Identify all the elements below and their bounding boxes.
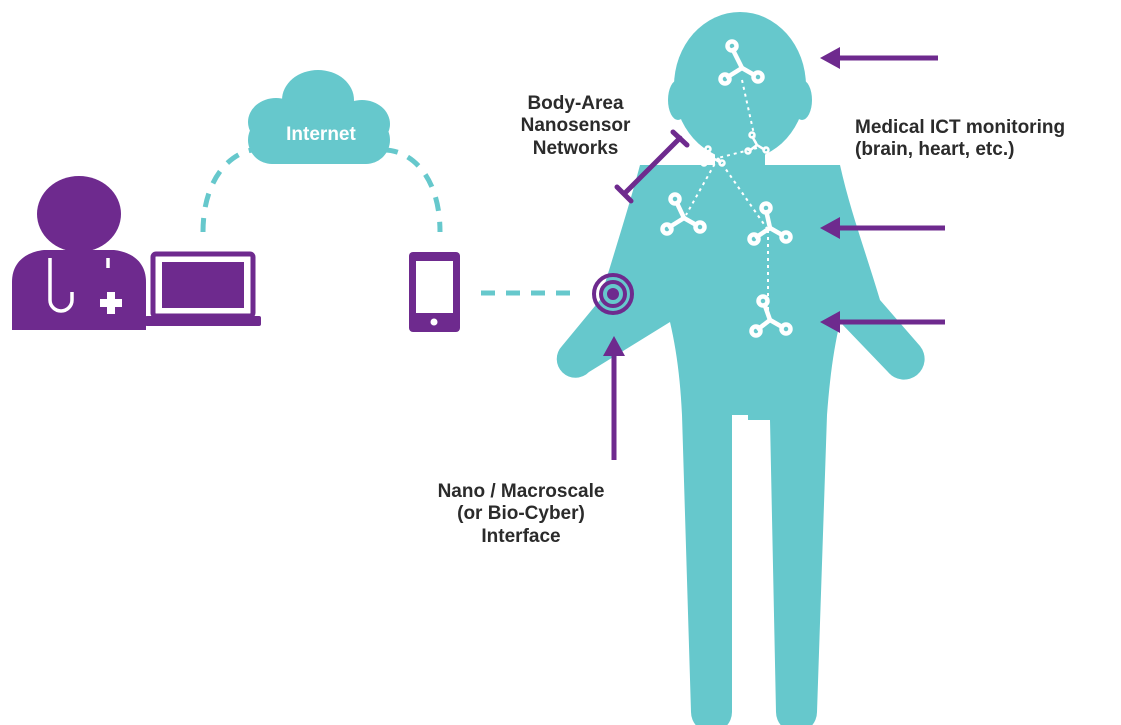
arrow-head-region [820, 47, 938, 69]
body-area-line-1: Body-Area [527, 93, 624, 114]
nanosensor-node-icon [660, 39, 793, 338]
arrow-chest-region [820, 217, 945, 239]
leg-gap [732, 415, 748, 725]
interface-line-3: Interface [481, 525, 561, 547]
concentric-rings-icon [592, 273, 634, 315]
medical-monitoring-label: Medical ICT monitoring (brain, heart, et… [855, 117, 1121, 162]
node-left-chest [660, 192, 707, 236]
laptop-icon [145, 251, 261, 326]
medical-line-1: Medical ICT monitoring [855, 117, 1066, 138]
cloud-icon [248, 70, 390, 164]
body-area-line-3: Networks [532, 137, 619, 159]
body-area-nanosensor-networks-label: Body-Area Nanosensor Networks [488, 93, 663, 160]
arrow-icon [603, 47, 945, 460]
smartphone-icon [409, 252, 460, 332]
arrow-interface [603, 336, 625, 460]
node-head [718, 39, 765, 86]
node-neck-small [744, 131, 770, 155]
interface-label: Nano / Macroscale (or Bio-Cyber) Interfa… [392, 481, 650, 548]
interface-line-2: (or Bio-Cyber) [457, 503, 585, 525]
bracket-icon [614, 129, 690, 204]
doctor-icon [12, 176, 146, 330]
human-body-silhouette [556, 12, 925, 725]
arrow-abdomen-region [820, 311, 945, 333]
body-area-line-2: Nanosensor [520, 115, 631, 137]
internet-cloud-label: Internet [286, 124, 356, 145]
interface-line-1: Nano / Macroscale [437, 481, 605, 502]
node-abdomen [749, 294, 793, 338]
medical-line-2: (brain, heart, etc.) [855, 139, 1015, 161]
node-right-chest [747, 201, 793, 246]
node-shoulder-small [700, 145, 726, 167]
